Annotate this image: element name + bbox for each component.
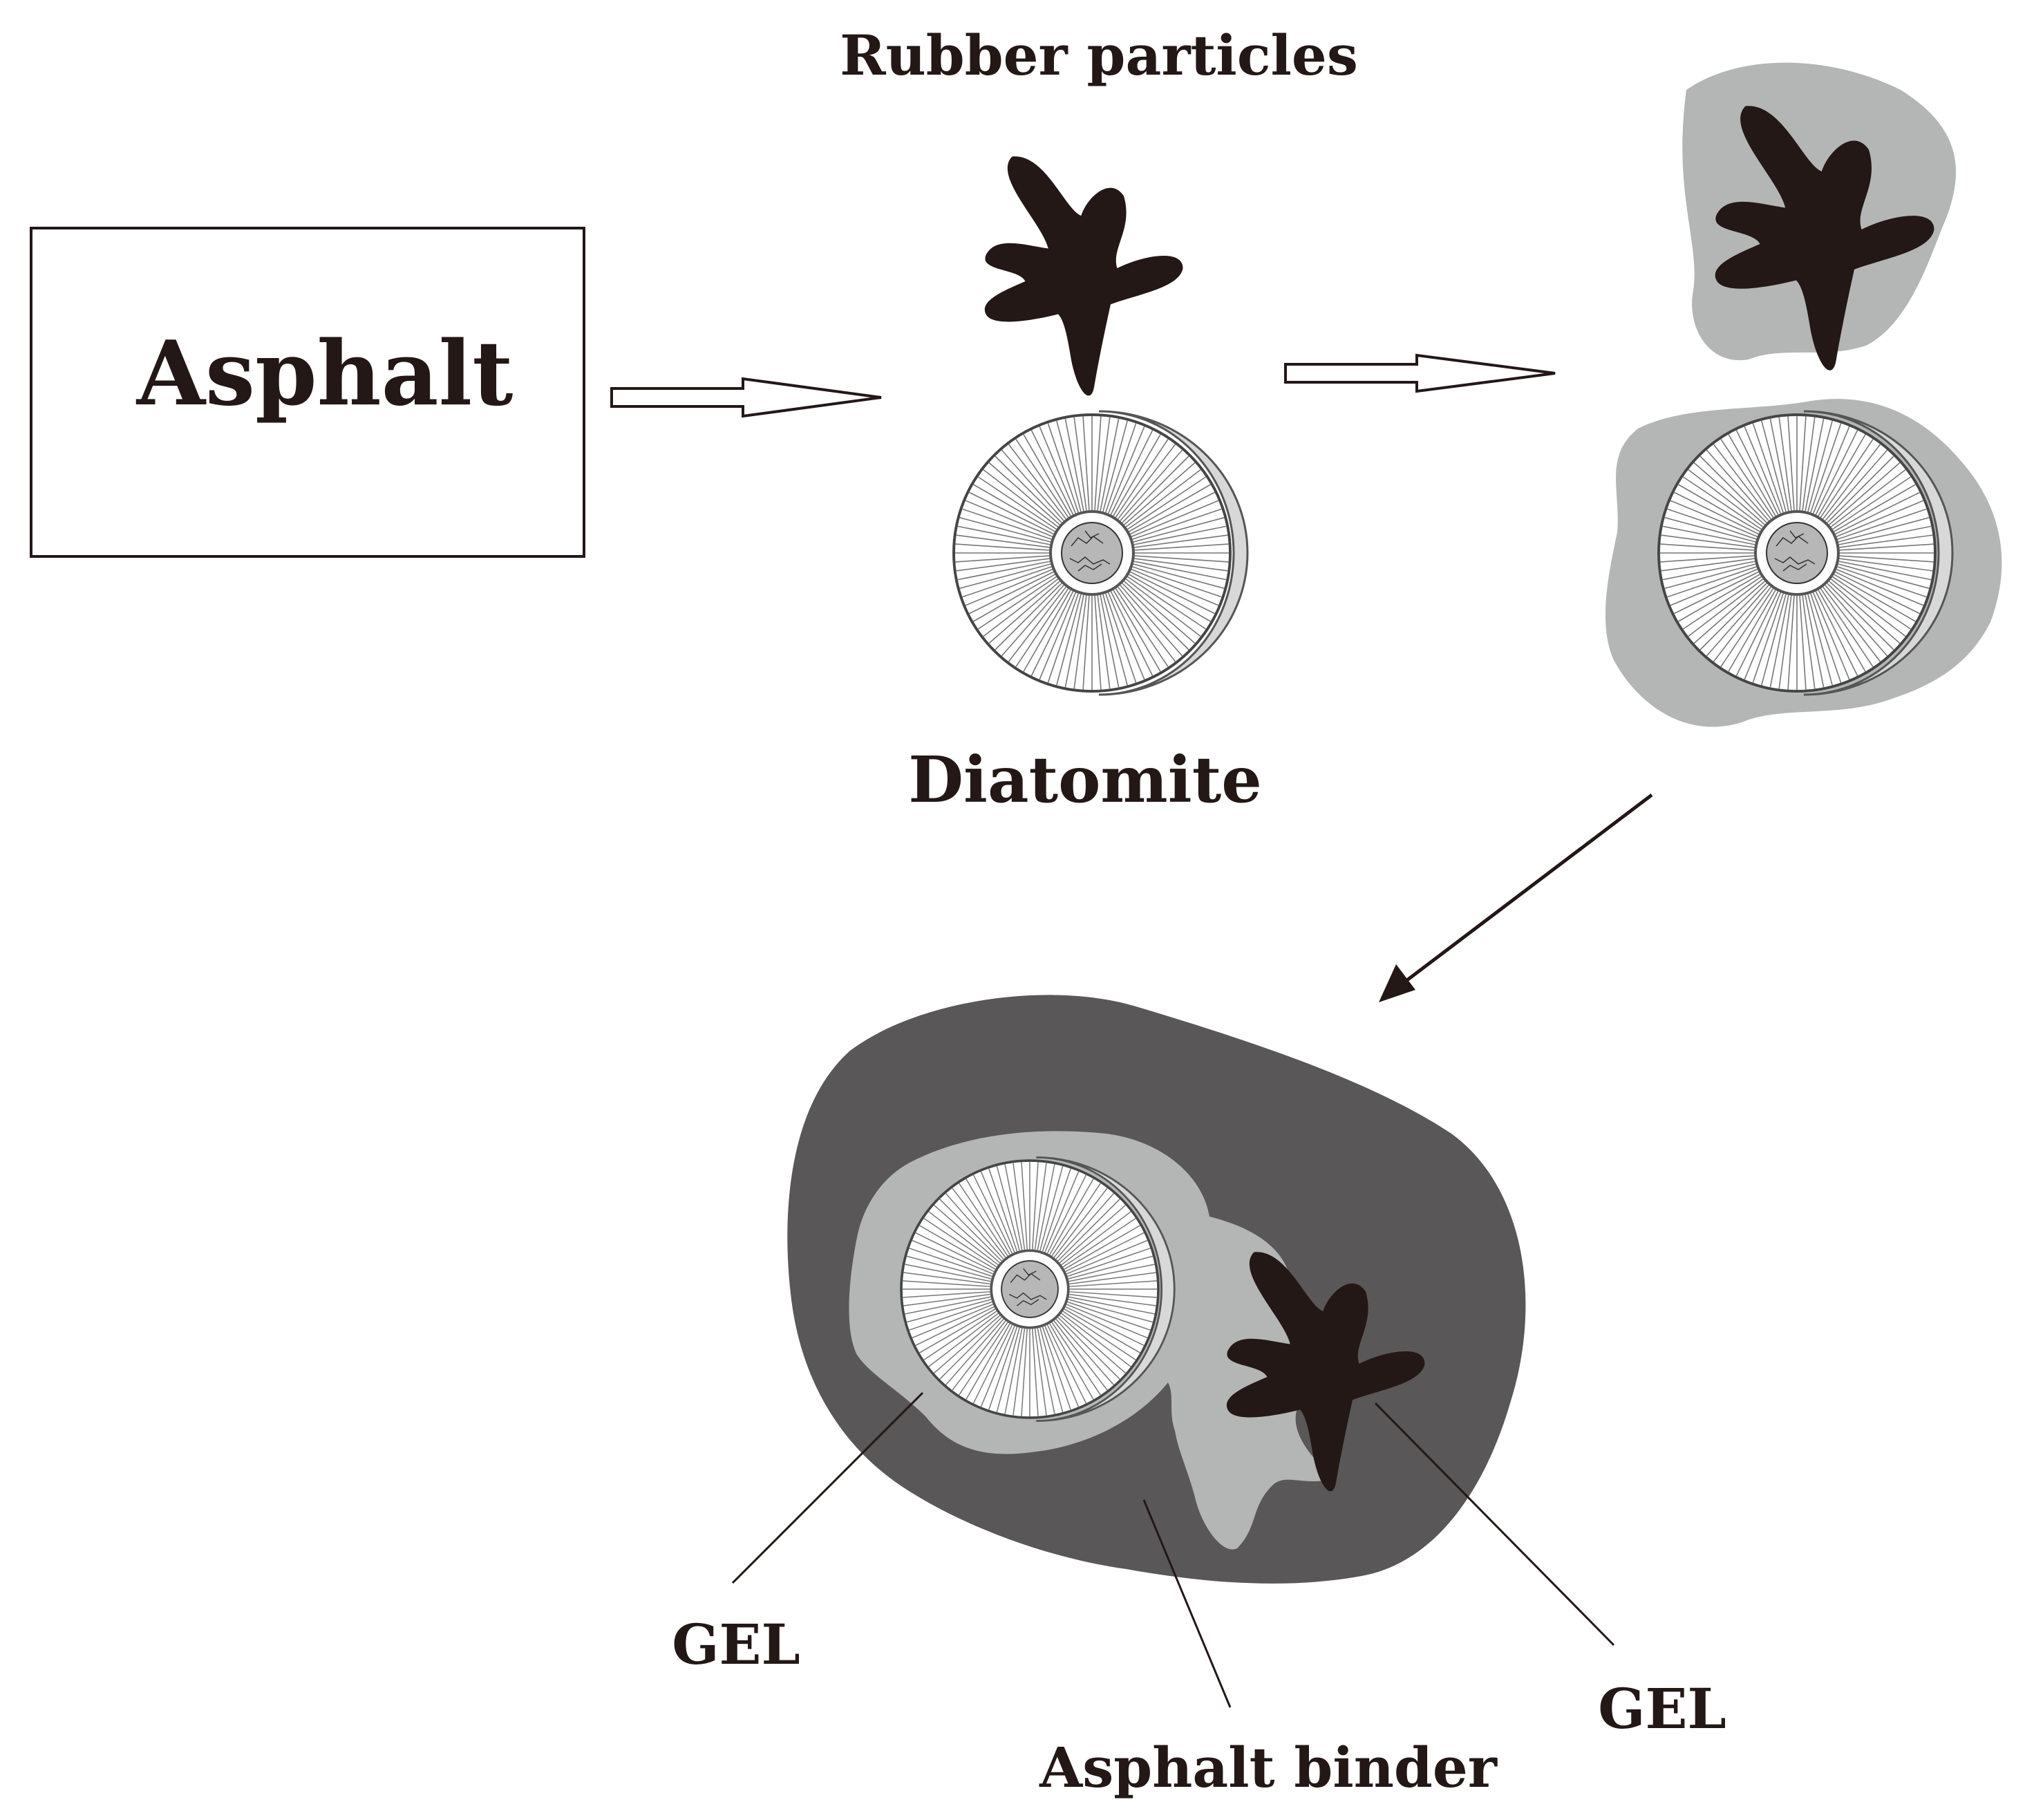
asphalt-binder-label: Asphalt binder <box>1039 1735 1498 1800</box>
process-arrow-1 <box>610 377 882 418</box>
rubber-particles-label: Rubber particles <box>840 23 1358 88</box>
transition-arrow-head <box>1379 964 1415 1002</box>
diatomite-final <box>900 1156 1176 1423</box>
diatomite-stage3 <box>1657 410 1954 696</box>
gel-left-leader <box>731 1391 924 1584</box>
gel-right-label: GEL <box>1598 1676 1726 1741</box>
rubber-particle-stage2 <box>984 156 1183 396</box>
process-arrow-2 <box>1284 353 1556 393</box>
diatomite-stage2 <box>952 410 1249 696</box>
diatomite-label: Diatomite <box>908 742 1262 817</box>
gel-left-label: GEL <box>672 1612 800 1677</box>
gel-right-leader <box>1374 1402 1615 1647</box>
asphalt-box <box>30 227 585 558</box>
asphalt-box-label: Asphalt <box>136 322 514 426</box>
transition-arrow-line <box>1395 794 1653 990</box>
asphalt-binder-leader <box>1142 1499 1232 1708</box>
